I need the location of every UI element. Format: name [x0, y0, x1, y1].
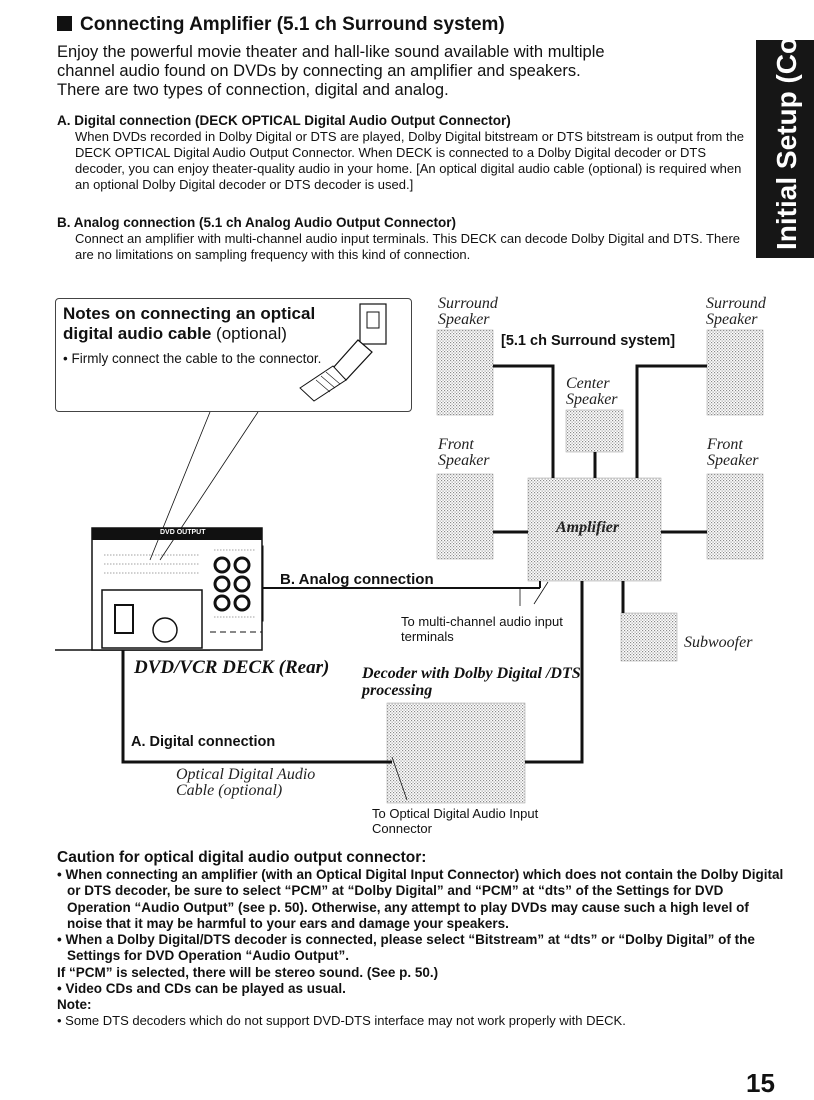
section-digital-body: When DVDs recorded in Dolby Digital or D… — [75, 129, 745, 192]
page-title-text: Connecting Amplifier (5.1 ch Surround sy… — [80, 14, 505, 35]
side-tab-label: Initial Setup (Connection) — [771, 40, 802, 250]
page-number: 15 — [746, 1068, 775, 1098]
front-left-label: Front Speaker — [438, 436, 490, 469]
caution-item: • When a Dolby Digital/DTS decoder is co… — [57, 932, 755, 964]
section-digital: A. Digital connection (DECK OPTICAL Digi… — [57, 113, 747, 193]
notes-box: Notes on connecting an optical digital a… — [55, 298, 412, 412]
note-title: Note: — [57, 997, 92, 1013]
note-body: • Some DTS decoders which do not support… — [57, 1013, 626, 1029]
title-square-icon — [57, 16, 72, 31]
section-digital-title: A. Digital connection (DECK OPTICAL Digi… — [57, 113, 511, 128]
notes-title: Notes on connecting an optical digital a… — [63, 304, 353, 344]
front-left-speaker — [436, 473, 494, 560]
cable-label: Optical Digital Audio Cable (optional) — [176, 766, 316, 799]
analog-connection-label: B. Analog connection — [280, 571, 434, 588]
notes-bullet: • Firmly connect the cable to the connec… — [63, 351, 322, 366]
analog-connection-text: B. Analog connection — [280, 571, 434, 588]
front-right-label: Front Speaker — [707, 436, 759, 469]
amplifier-label: Amplifier — [556, 519, 620, 536]
optical-input-note: To Optical Digital Audio Input Connector — [372, 806, 539, 836]
section-side-tab: Initial Setup (Connection) — [756, 40, 814, 258]
intro-line: Enjoy the powerful movie theater and hal… — [57, 43, 605, 61]
front-right-speaker — [706, 473, 764, 560]
intro-line: channel audio found on DVDs by connectin… — [57, 62, 581, 80]
caution-list: • When connecting an amplifier (with an … — [57, 867, 787, 997]
system-label: [5.1 ch Surround system] — [501, 333, 676, 349]
intro-text: Enjoy the powerful movie theater and hal… — [57, 43, 747, 100]
intro-line: There are two types of connection, digit… — [57, 81, 449, 99]
page-title: Connecting Amplifier (5.1 ch Surround sy… — [57, 14, 505, 36]
notes-title-text: Notes on connecting an optical digital a… — [63, 304, 316, 343]
leader-lines — [149, 411, 259, 561]
surround-right-label: Surround Speaker — [706, 295, 766, 328]
center-label: Center Speaker — [566, 375, 618, 408]
subwoofer-box — [620, 612, 678, 662]
caution-section: Caution for optical digital audio output… — [57, 848, 787, 1029]
caution-title: Caution for optical digital audio output… — [57, 849, 427, 866]
deck-label: DVD/VCR DECK (Rear) — [134, 657, 330, 678]
digital-connection-label: A. Digital connection — [131, 734, 276, 750]
notes-title-suffix: (optional) — [216, 324, 287, 343]
decoder-label: Decoder with Dolby Digital /DTS processi… — [362, 665, 581, 699]
subwoofer-label: Subwoofer — [684, 634, 753, 651]
surround-right-speaker — [706, 329, 764, 416]
section-analog-title: B. Analog connection (5.1 ch Analog Audi… — [57, 215, 456, 230]
panel-header: DVD OUTPUT — [160, 529, 206, 536]
center-speaker — [565, 409, 624, 453]
caution-item: If “PCM” is selected, there will be ster… — [57, 964, 439, 980]
surround-left-label: Surround Speaker — [438, 295, 498, 328]
caution-item: • Video CDs and CDs can be played as usu… — [57, 981, 346, 997]
section-analog: B. Analog connection (5.1 ch Analog Audi… — [57, 215, 747, 263]
section-analog-body: Connect an amplifier with multi-channel … — [75, 231, 741, 262]
caution-item: • When connecting an amplifier (with an … — [57, 867, 784, 931]
decoder-box — [386, 702, 526, 804]
deck-rear-panel — [55, 527, 263, 651]
surround-left-speaker — [436, 329, 494, 416]
multichannel-note: To multi-channel audio input terminals — [401, 614, 563, 644]
